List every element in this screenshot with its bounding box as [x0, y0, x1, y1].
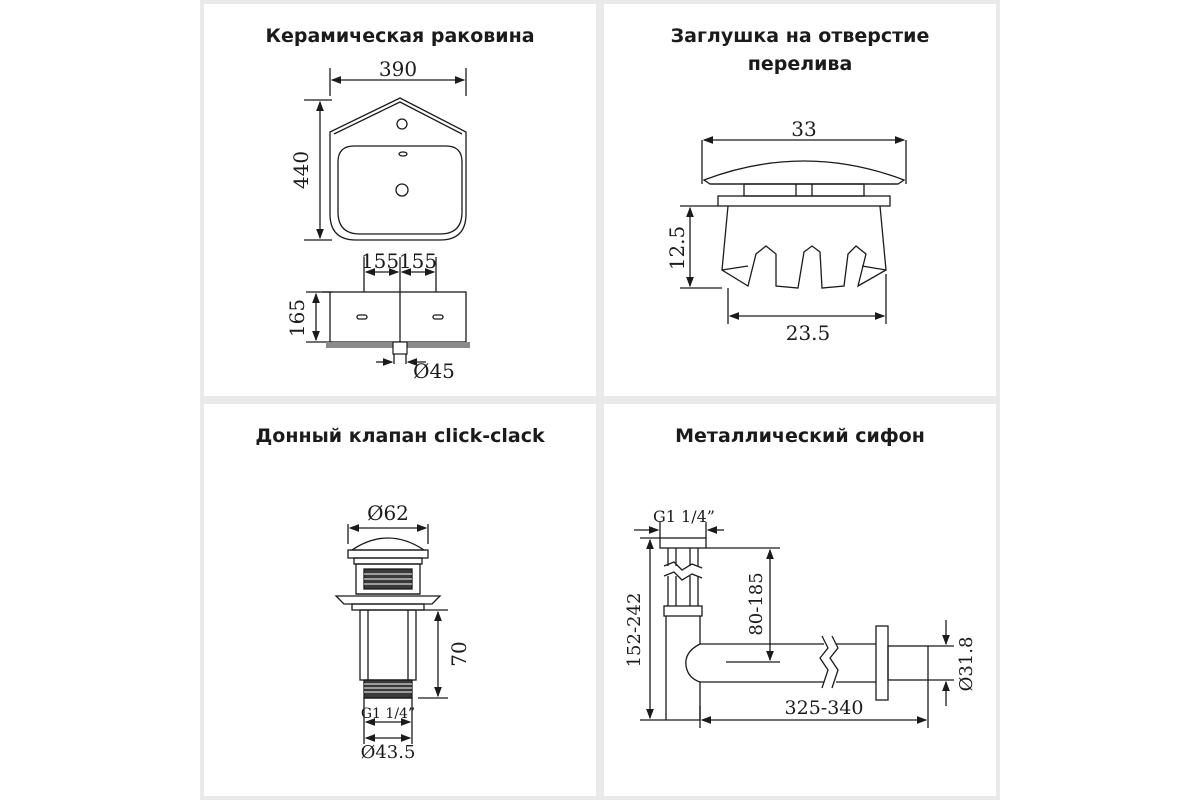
dim-bottom-label: 23.5	[786, 321, 831, 345]
dim-height-label: 12.5	[665, 226, 689, 271]
siphon-drawing: G1 1/4” 152-242 80-185 325-340 Ø31.8	[624, 507, 977, 728]
dim-pipe-label: Ø31.8	[956, 637, 977, 692]
panel-title: Металлический сифон	[675, 425, 925, 447]
dim-height-label: 440	[289, 151, 313, 189]
panel-title: Донный клапан click-clack	[255, 425, 545, 447]
dim-width-label: 390	[379, 57, 417, 81]
dim-top-label: 33	[791, 117, 816, 141]
dim-top-label: Ø62	[367, 501, 409, 525]
panel-metal-siphon: Металлический сифон	[604, 404, 996, 796]
dim-vertical-label: 152-242	[624, 593, 645, 668]
dim-bottom-label: Ø43.5	[361, 742, 416, 763]
dim-inlet-label: 80-185	[746, 572, 767, 635]
panel-overflow-cap: Заглушка на отверстие перелива	[604, 4, 996, 396]
overflow-cap-drawing: 33 12.5 23.5	[665, 117, 907, 345]
panel-title-line2: перелива	[747, 53, 853, 75]
dim-depth-label: 165	[285, 299, 309, 337]
sink-drawing: 390 440 155 155 165 Ø45	[285, 57, 470, 383]
panel-title-line1: Заглушка на отверстие	[670, 25, 930, 47]
panel-ceramic-sink: Керамическая раковина	[204, 4, 596, 396]
dim-thread-label: G1 1/4”	[361, 706, 415, 722]
dim-horizontal-label: 325-340	[785, 697, 864, 719]
panel-click-clack-valve: Донный клапан click-clack	[204, 404, 596, 796]
dim-thread-label: G1 1/4”	[653, 507, 715, 526]
dim-right-label: 155	[399, 249, 437, 273]
dim-left-label: 155	[361, 249, 399, 273]
panel-title: Керамическая раковина	[265, 25, 535, 47]
dim-drain-label: Ø45	[413, 359, 455, 383]
dim-height-label: 70	[447, 641, 471, 666]
valve-drawing: Ø62 70 G1 1/4” Ø43.5	[334, 501, 471, 763]
